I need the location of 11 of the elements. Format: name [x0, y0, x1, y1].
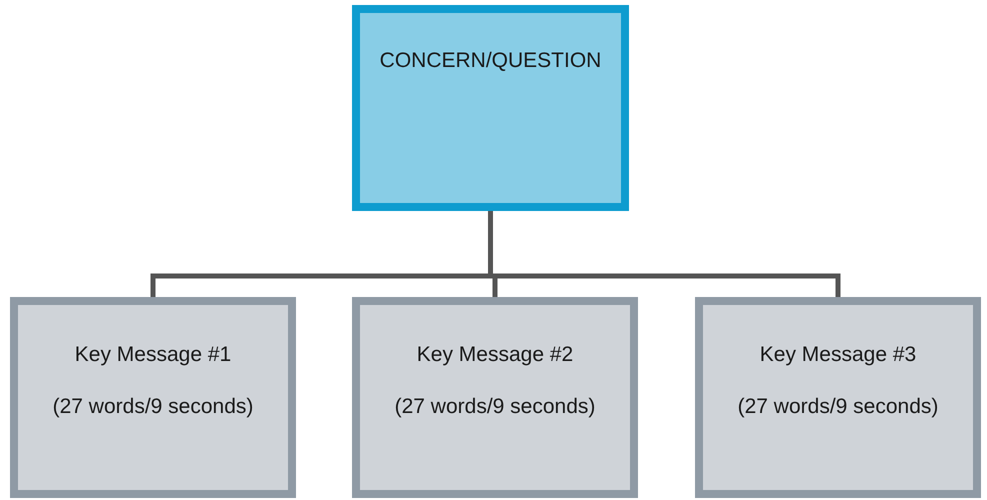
message-box: [352, 297, 638, 498]
topic-box: [352, 5, 629, 211]
note-text: (27 words/9 seconds): [738, 395, 938, 419]
message-box: [10, 297, 296, 498]
note-text: (27 words/9 seconds): [394, 395, 596, 419]
heading-text: Key Message #1: [74, 343, 232, 367]
heading-text: CONCERN/QUESTION: [380, 49, 602, 73]
note-text: (27 words/9 seconds): [52, 395, 254, 419]
heading-text: Key Message #2: [416, 343, 574, 367]
message-box: [695, 297, 981, 498]
heading-text: Key Message #3: [760, 343, 916, 367]
